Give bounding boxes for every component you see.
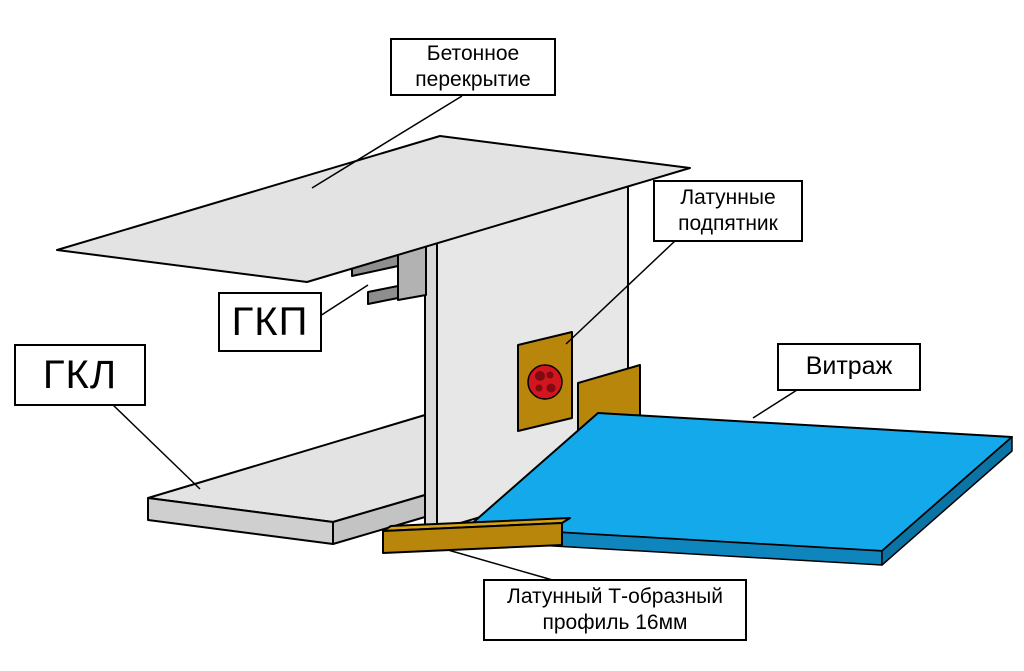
- leader-line-concrete: [311, 95, 463, 189]
- gkl-shelf-side: [332, 494, 426, 545]
- leader-line-vitrazh: [752, 389, 798, 419]
- brass-t-profile-front: [382, 522, 563, 554]
- label-t-profile: Латунный Т-образный профиль 16мм: [483, 579, 747, 641]
- footpad-red-cap: [527, 364, 563, 400]
- label-concrete-slab: Бетонное перекрытие: [390, 38, 556, 96]
- label-gkl: ГКЛ: [14, 344, 146, 406]
- label-gkp: ГКП: [218, 292, 322, 352]
- glass-panel-side-edge: [881, 436, 1013, 566]
- leader-line-t-profile: [447, 549, 557, 582]
- leader-line-gkp: [319, 284, 369, 317]
- leader-line-gkl: [111, 403, 201, 490]
- label-vitrazh: Витраж: [777, 343, 921, 391]
- concrete-slab: [56, 135, 691, 283]
- footpad-red-cap-spots: [535, 371, 556, 393]
- leader-line-brass-pad: [565, 239, 677, 345]
- label-brass-footpad: Латунные подпятник: [653, 180, 803, 242]
